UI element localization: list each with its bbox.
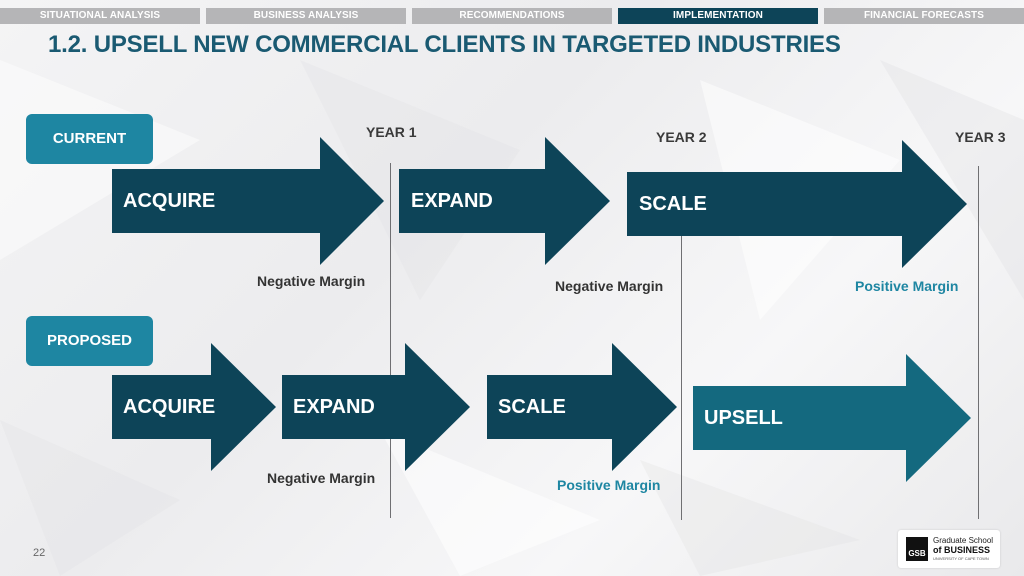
proposed-upsell-label: UPSELL <box>704 407 783 429</box>
current-acquire-margin: Negative Margin <box>257 273 366 289</box>
proposed-scale-arrow: SCALE <box>487 343 677 471</box>
year-3-divider <box>978 166 979 519</box>
proposed-scale-label: SCALE <box>498 396 566 418</box>
proposed-upsell-arrow: UPSELL <box>693 354 971 482</box>
proposed-scale-margin: Positive Margin <box>557 477 661 493</box>
current-scale-label: SCALE <box>639 193 707 215</box>
year-3-label: YEAR 3 <box>955 129 1006 145</box>
proposed-acquire-label: ACQUIRE <box>123 396 216 418</box>
current-scale-arrow: SCALE <box>627 140 967 268</box>
logo-line-3: UNIVERSITY OF CAPE TOWN <box>933 556 989 561</box>
page-title: 1.2. UPSELL NEW COMMERCIAL CLIENTS IN TA… <box>48 31 841 58</box>
current-acquire-label: ACQUIRE <box>123 190 216 212</box>
proposed-badge: PROPOSED <box>26 316 153 366</box>
tab-situational-analysis[interactable]: SITUATIONAL ANALYSIS <box>0 8 200 24</box>
current-scale-margin: Positive Margin <box>855 278 959 294</box>
current-badge: CURRENT <box>26 114 153 164</box>
tab-business-analysis[interactable]: BUSINESS ANALYSIS <box>206 8 406 24</box>
proposed-expand-arrow: EXPAND <box>282 343 470 471</box>
year-2-label: YEAR 2 <box>656 129 707 145</box>
current-acquire-arrow: ACQUIRE <box>112 137 384 265</box>
current-expand-arrow: EXPAND <box>399 137 610 265</box>
proposed-acquire-expand-margin: Negative Margin <box>267 470 376 486</box>
year-1-divider <box>390 163 391 518</box>
current-expand-margin: Negative Margin <box>555 278 664 294</box>
logo-line-2: of BUSINESS <box>933 545 991 555</box>
tab-financial-forecasts[interactable]: FINANCIAL FORECASTS <box>824 8 1024 24</box>
proposed-expand-label: EXPAND <box>293 396 375 418</box>
gsb-logo: GSB Graduate School of BUSINESS UNIVERSI… <box>898 530 1000 568</box>
tab-recommendations[interactable]: RECOMMENDATIONS <box>412 8 612 24</box>
proposed-acquire-arrow: ACQUIRE <box>112 343 276 471</box>
logo-line-1: Graduate School <box>933 536 994 545</box>
tab-implementation[interactable]: IMPLEMENTATION <box>618 8 818 24</box>
logo-mark: GSB <box>906 537 928 561</box>
current-expand-label: EXPAND <box>411 190 493 212</box>
year-1-label: YEAR 1 <box>366 124 417 140</box>
page-number: 22 <box>33 547 46 559</box>
section-nav: SITUATIONAL ANALYSIS BUSINESS ANALYSIS R… <box>0 8 1024 24</box>
year-2-divider <box>681 220 682 520</box>
